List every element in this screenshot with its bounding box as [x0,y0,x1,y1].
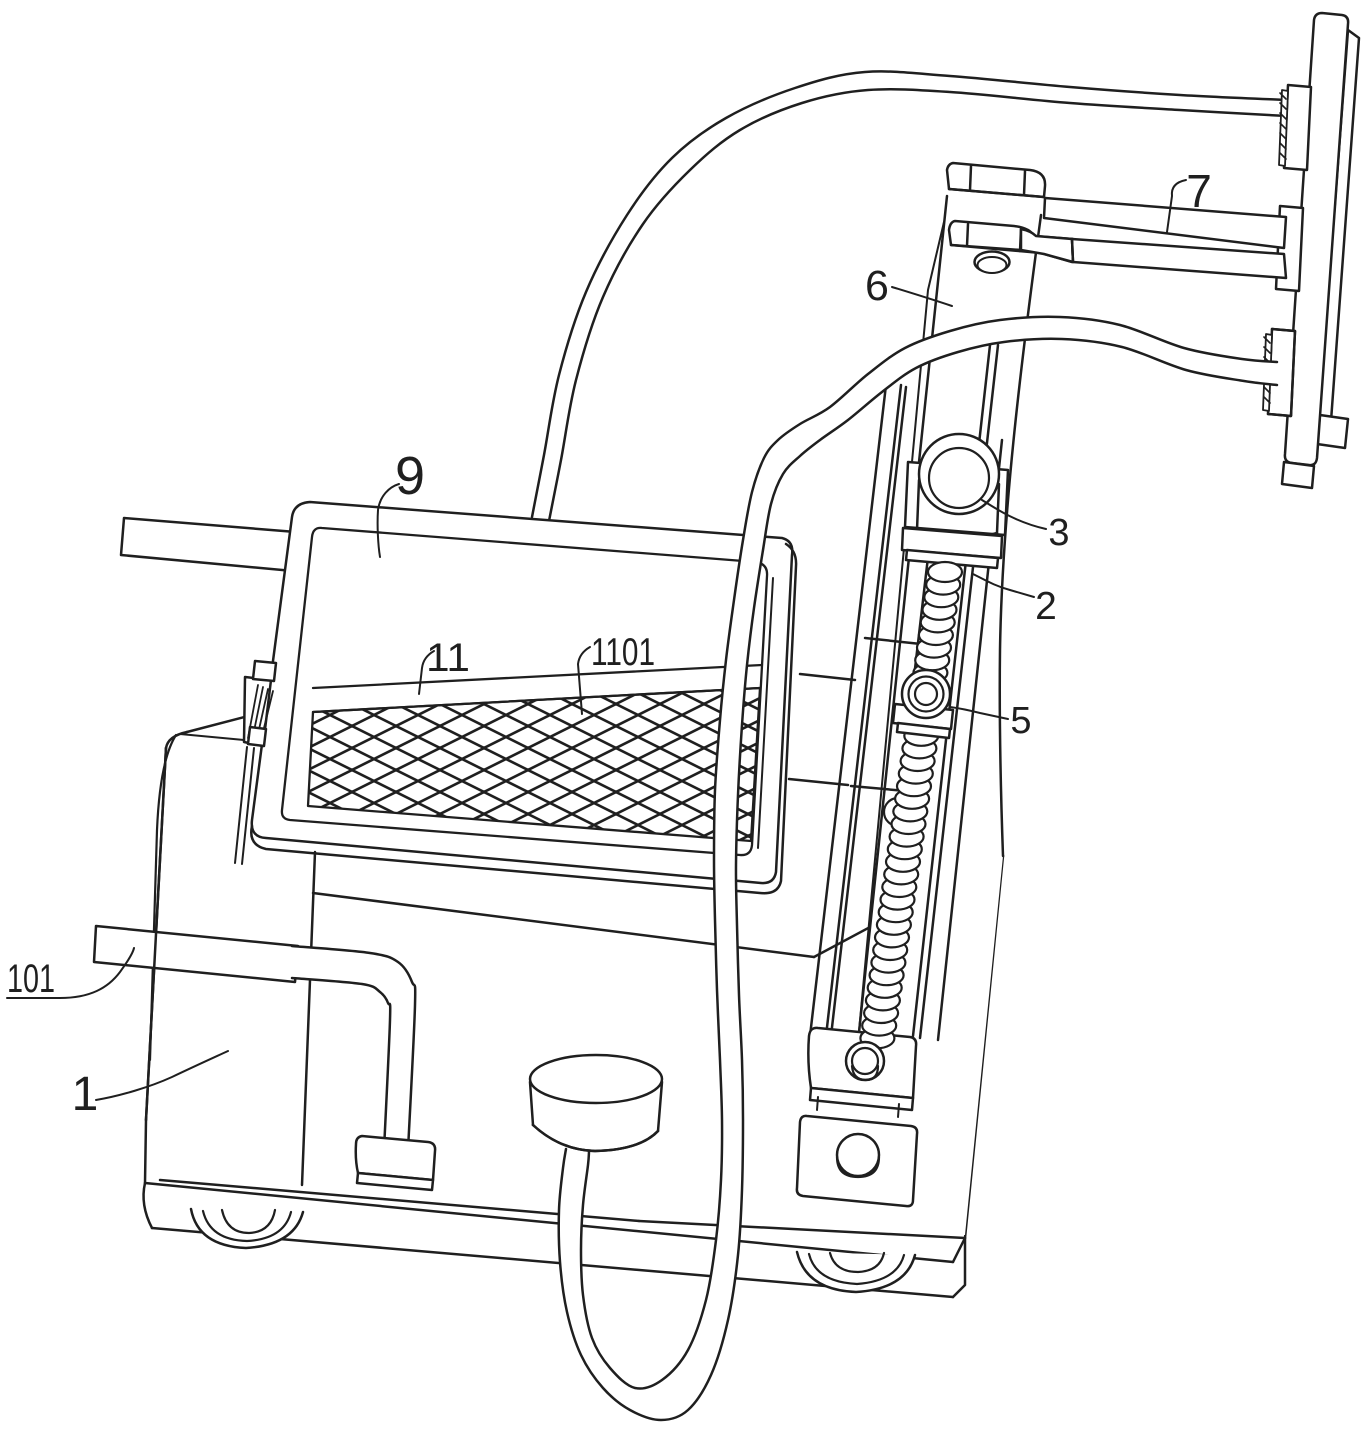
svg-text:101: 101 [7,957,55,1001]
svg-text:5: 5 [1010,700,1031,742]
svg-text:6: 6 [865,262,889,310]
svg-text:9: 9 [395,446,425,506]
svg-text:2: 2 [1035,585,1057,628]
svg-text:11: 11 [426,636,470,680]
svg-text:3: 3 [1048,512,1069,554]
svg-text:1: 1 [72,1068,99,1121]
svg-text:7: 7 [1186,165,1212,217]
svg-text:1101: 1101 [591,631,655,674]
